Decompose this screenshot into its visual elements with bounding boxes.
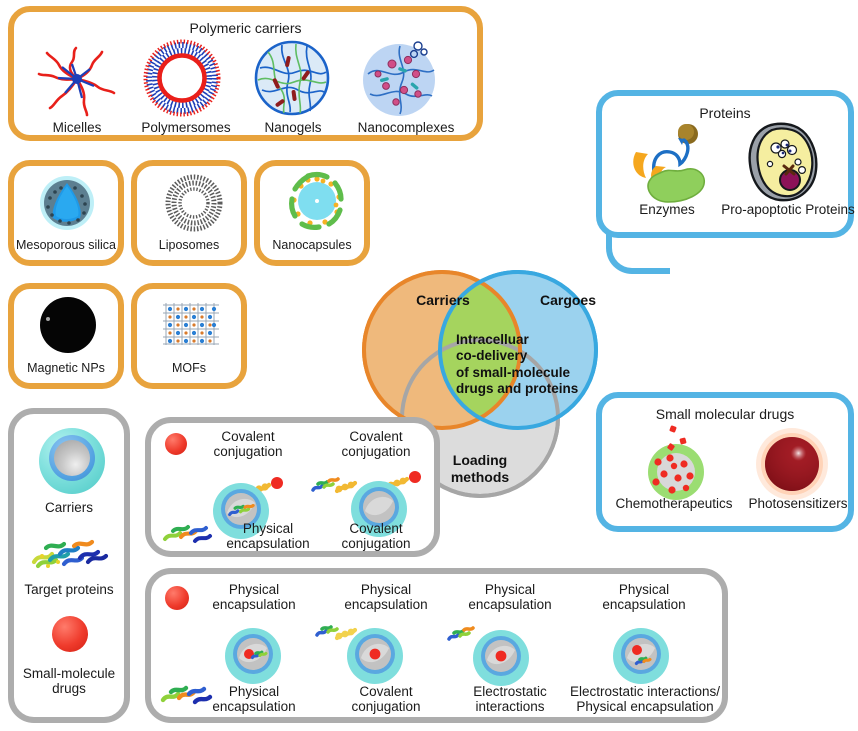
carrier-cargo-b0 <box>211 624 295 686</box>
venn-label-loading-line1: Loading <box>452 452 508 468</box>
venn-label-carriers: Carriers <box>416 292 470 308</box>
carrier-cargo-b3 <box>599 624 687 686</box>
legend-item-2-label: Small-molecule drugs <box>22 666 116 697</box>
venn-label-cargoes: Cargoes <box>539 292 597 308</box>
venn-center-line-0: Intracelluar <box>456 332 529 347</box>
inorganic-item-0-label: Mesoporous silica <box>15 238 117 252</box>
legend-item-1-label: Target proteins <box>24 582 114 597</box>
mesoporous-silica-icon <box>38 174 96 232</box>
drugs-item-1-label: Photosensitizers <box>748 496 848 511</box>
panel-magnetic-nps: Magnetic NPs <box>8 283 124 389</box>
photosensitizer-icon <box>750 424 834 502</box>
carrier-cargo-b1 <box>315 616 425 686</box>
nanocomplex-icon <box>356 34 442 120</box>
venn-center-text: Intracelluar co-delivery of small-molecu… <box>456 332 596 398</box>
polymeric-carriers-title: Polymeric carriers <box>189 20 302 36</box>
small-molecule-drug-icon <box>52 616 88 652</box>
polymeric-carriers-item-2-label: Nanogels <box>264 120 322 135</box>
apoptotic-cell-icon <box>740 120 826 206</box>
protein-marker-1 <box>159 678 215 708</box>
micelle-icon <box>32 40 122 118</box>
enzyme-icon <box>626 122 722 204</box>
polymersome-icon <box>142 38 222 118</box>
protein-marker-0 <box>161 519 213 547</box>
legend-item-0-label: Carriers <box>44 500 93 515</box>
inorganic-item-4-label: MOFs <box>171 361 207 375</box>
carrier-with-cargo-1 <box>311 467 431 537</box>
drug-marker-1 <box>165 586 189 610</box>
proteins-item-0-label: Enzymes <box>639 202 695 217</box>
carrier-cargo-b2 <box>447 618 551 686</box>
panel-small-molecular-drugs: Small molecular drugs Chemotherapeutics <box>596 392 854 532</box>
polymeric-carriers-item-3-label: Nanocomplexes <box>357 120 455 135</box>
venn-label-loading: Loading methods <box>430 452 530 485</box>
proteins-item-1-label: Pro-apoptotic Proteins <box>721 202 855 217</box>
polymeric-carriers-item-1-label: Polymersomes <box>141 120 231 135</box>
drugs-item-0-label: Chemotherapeutics <box>615 496 733 511</box>
magnetic-np-icon <box>38 295 98 355</box>
venn-diagram: Carriers Cargoes Loading methods Intrace… <box>330 240 630 530</box>
drug-marker-0 <box>165 433 187 455</box>
venn-center-line-3: drugs and proteins <box>456 381 579 397</box>
drugs-title: Small molecular drugs <box>655 406 795 422</box>
panel-nanocapsules: Nanocapsules <box>254 160 370 266</box>
inorganic-item-1-label: Liposomes <box>158 238 220 252</box>
panel-polymeric-carriers: Polymeric carriers <box>8 6 483 141</box>
venn-center-line-2: of small-molecule <box>456 364 571 380</box>
venn-label-loading-line2: methods <box>450 468 510 485</box>
panel-mofs: MOFs <box>131 283 247 389</box>
mof-icon <box>161 301 221 347</box>
venn-center-line-1: co-delivery <box>456 348 528 364</box>
panel-mesoporous-silica: Mesoporous silica <box>8 160 124 266</box>
inorganic-item-2-label: Nanocapsules <box>272 238 352 252</box>
proteins-title: Proteins <box>699 105 751 121</box>
polymeric-carriers-item-0-label: Micelles <box>52 120 102 135</box>
panel-proteins: Proteins Enzymes <box>596 90 855 238</box>
liposome-icon <box>165 174 223 232</box>
chemotherapeutic-icon <box>624 420 728 502</box>
panel-legend: Carriers Targe <box>8 408 130 723</box>
inorganic-item-3-label: Magnetic NPs <box>27 361 105 375</box>
panel-liposomes: Liposomes <box>131 160 247 266</box>
carrier-with-cargo-0 <box>201 471 293 539</box>
nanogel-icon <box>252 38 332 118</box>
nanocapsule-icon <box>288 172 346 230</box>
proteins-panel-tail <box>606 232 670 274</box>
loading-bottom-item-3-bottom-label: Electrostatic interactions/Physical enca… <box>569 684 721 715</box>
target-protein-icon <box>28 532 112 576</box>
carrier-nanoparticle-icon <box>39 428 105 494</box>
